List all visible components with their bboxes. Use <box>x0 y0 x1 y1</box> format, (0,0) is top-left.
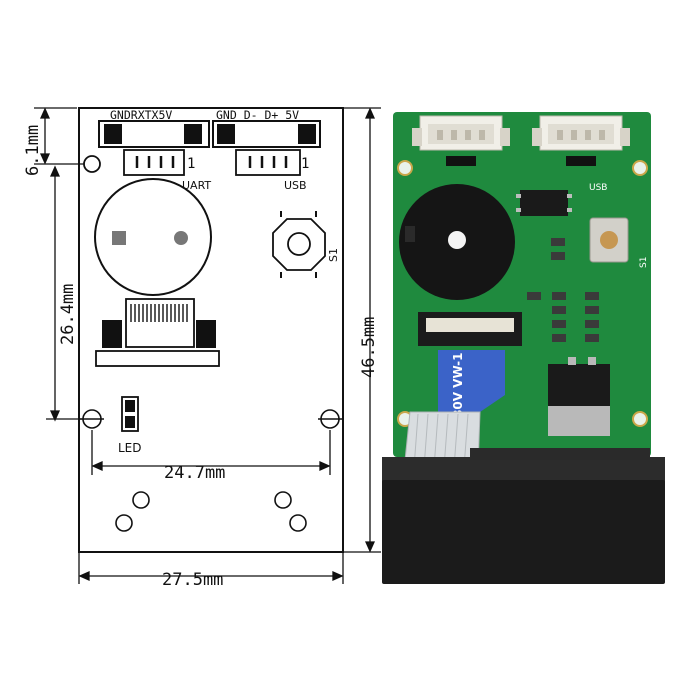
header-pins-photo <box>446 156 596 166</box>
photo-buzzer-hole <box>448 231 466 249</box>
module-photo: USB S1 <box>382 112 665 584</box>
led-pad-bottom <box>125 416 135 428</box>
pcb-hole-left <box>397 160 413 176</box>
led-body <box>121 396 139 432</box>
pcb-hole-right <box>632 160 648 176</box>
technical-drawing: GNDRXTX5V GND D- D+ 5V 1 UART 1 USB <box>23 107 381 590</box>
smd-components <box>527 238 599 342</box>
ffc-connector-pins <box>130 304 188 322</box>
uart-jst-connector <box>412 115 510 151</box>
buzzer-pad-round <box>174 231 188 245</box>
switch-s1-button <box>287 232 311 256</box>
ffc-base <box>95 350 220 367</box>
dim-total-height: 46.5mm <box>359 317 379 378</box>
mounting-hole-right <box>318 409 342 429</box>
uart-pin1-label: 1 <box>187 156 195 172</box>
photo-regulator-tab <box>548 406 610 436</box>
ic-chip-legs <box>516 194 572 212</box>
uart-pin-labels: GNDRXTX5V <box>110 108 172 122</box>
pcb-hole-bottom-right <box>632 411 648 427</box>
dim-mount-height: 26.4mm <box>58 284 78 345</box>
ffc-tab-left <box>102 320 122 348</box>
photo-switch-silk: S1 <box>639 257 649 268</box>
scan-engine-body <box>382 480 665 584</box>
ffc-tab-right <box>196 320 216 348</box>
ic-chip <box>520 190 568 216</box>
dimension-lines <box>34 107 381 584</box>
led-label: LED <box>118 441 142 455</box>
uart-label: UART <box>182 179 211 192</box>
dim-mount-width: 24.7mm <box>164 463 225 483</box>
usb-jst-connector <box>532 115 630 151</box>
photo-ffc-latch <box>426 318 514 332</box>
photo-buzzer-label <box>405 226 415 242</box>
mounting-hole-left <box>80 409 104 429</box>
uart-connector <box>123 149 185 176</box>
uart-pins <box>135 156 175 168</box>
cable-print: 80V VW-1 <box>451 353 465 418</box>
usb-pad-1 <box>217 124 235 144</box>
usb-header-outline <box>212 120 321 148</box>
ffc-connector-body <box>125 298 195 348</box>
usb-pin1-label: 1 <box>301 156 309 172</box>
photo-switch-button <box>600 231 618 249</box>
usb-connector <box>235 149 301 176</box>
usb-pin-labels: GND D- D+ 5V <box>216 108 299 122</box>
buzzer-outline <box>94 178 212 296</box>
photo-usb-silk: USB <box>589 183 607 193</box>
usb-pins <box>248 156 288 168</box>
usb-pad-2 <box>298 124 316 144</box>
switch-s1-outline <box>272 218 326 271</box>
uart-header-outline <box>98 120 210 148</box>
scan-engine-pcb-edge <box>470 448 650 460</box>
uart-pad-2 <box>184 124 202 144</box>
dim-total-width: 27.5mm <box>162 570 223 590</box>
ribbon-cable-blue <box>438 350 505 412</box>
buzzer-pad-square <box>112 231 126 245</box>
usb-label: USB <box>284 179 307 192</box>
switch-s1-label: S1 <box>327 248 340 262</box>
scan-engine-top <box>382 457 665 483</box>
dim-top-offset: 6.1mm <box>23 125 43 176</box>
uart-pad-1 <box>104 124 122 144</box>
led-pad-top <box>125 400 135 412</box>
photo-regulator <box>548 364 610 406</box>
bottom-holes <box>115 491 307 532</box>
